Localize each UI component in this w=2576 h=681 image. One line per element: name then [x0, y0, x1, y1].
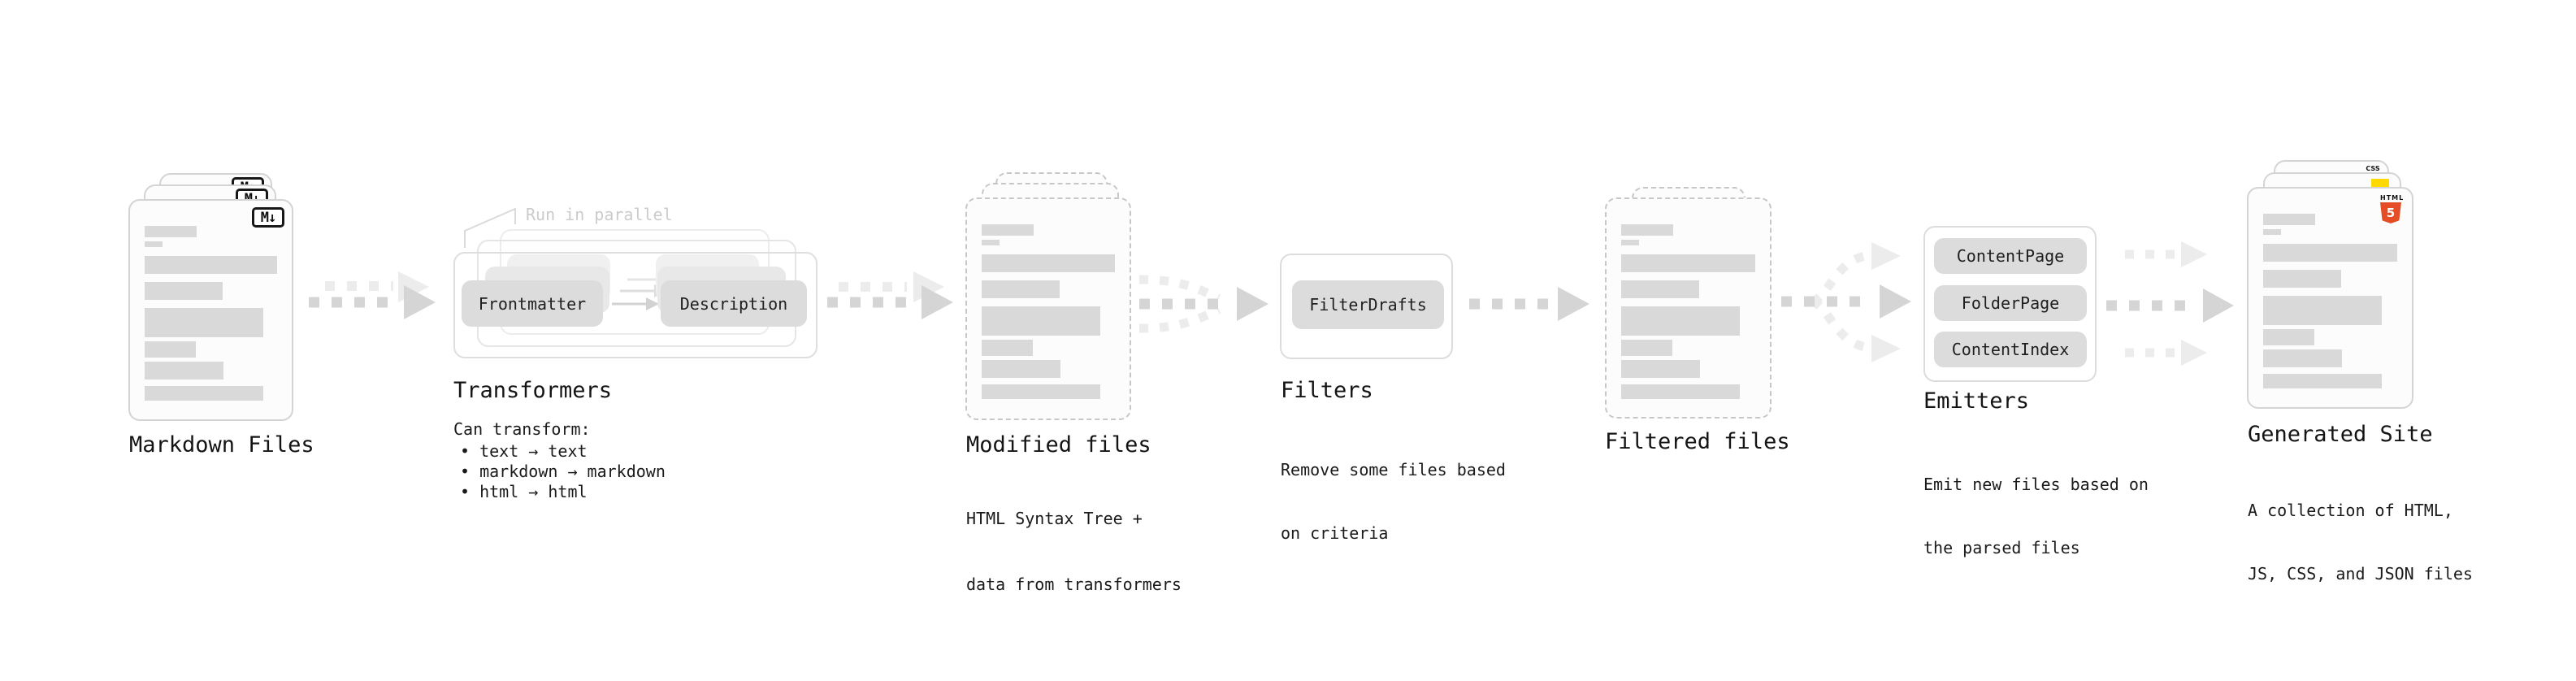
- generated-site-title: Generated Site: [2248, 422, 2433, 447]
- document-text-placeholder: [145, 226, 277, 401]
- filters-title: Filters: [1281, 378, 1373, 403]
- transformers-desc-heading: Can transform:: [453, 419, 591, 439]
- html5-icon-shield: 5: [2380, 202, 2401, 223]
- modified-files-title: Modified files: [966, 432, 1151, 458]
- markdown-files-title: Markdown Files: [129, 432, 314, 458]
- css-icon-label: CSS: [2366, 165, 2380, 172]
- run-in-parallel-note: Run in parallel: [526, 205, 673, 224]
- description-transformer-box: Description: [661, 280, 807, 327]
- modified-files-desc: HTML Syntax Tree + data from transformer…: [966, 464, 1182, 640]
- arrow-filtered-to-emitters: [1781, 242, 1911, 362]
- arrow-emitters-to-generated: [2106, 241, 2234, 366]
- filters-desc-line1: Remove some files based: [1281, 460, 1506, 479]
- markdown-file-card-front: M↓: [128, 199, 293, 421]
- frontmatter-transformer-box: Frontmatter: [462, 280, 603, 327]
- emitters-title: Emitters: [1923, 388, 2030, 414]
- generated-site-desc-line2: JS, CSS, and JSON files: [2248, 564, 2473, 583]
- arrow-transformers-to-modified: [827, 271, 953, 319]
- contentpage-emitter-box: ContentPage: [1934, 238, 2087, 274]
- document-text-placeholder: [2263, 214, 2397, 388]
- transformers-bullet: • markdown → markdown: [460, 462, 666, 481]
- modified-files-desc-line1: HTML Syntax Tree +: [966, 509, 1143, 528]
- filterdrafts-box: FilterDrafts: [1292, 280, 1444, 329]
- filtered-files-title: Filtered files: [1605, 429, 1790, 454]
- generated-site-desc: A collection of HTML, JS, CSS, and JSON …: [2248, 458, 2473, 627]
- document-text-placeholder: [982, 224, 1115, 399]
- transformers-bullet: • html → html: [460, 482, 588, 501]
- transformer-layer-front: [453, 252, 817, 358]
- generated-site-desc-line1: A collection of HTML,: [2248, 501, 2453, 520]
- generated-file-card-front: HTML 5: [2247, 187, 2413, 409]
- modified-files-desc-line2: data from transformers: [966, 575, 1182, 594]
- arrow-filters-to-filtered: [1469, 287, 1589, 321]
- filters-desc: Remove some files based on criteria: [1281, 417, 1506, 586]
- emitters-desc-line1: Emit new files based on: [1923, 475, 2149, 494]
- html5-icon-word: HTML: [2380, 194, 2405, 202]
- transformers-bullet: • text → text: [460, 441, 588, 461]
- folderpage-emitter-box: FolderPage: [1934, 285, 2087, 321]
- contentindex-emitter-box: ContentIndex: [1934, 332, 2087, 367]
- transformers-title: Transformers: [453, 378, 613, 403]
- document-text-placeholder: [1621, 224, 1755, 399]
- html5-icon: HTML 5: [2380, 194, 2405, 223]
- markdown-icon: M↓: [252, 207, 284, 228]
- emitters-desc-line2: the parsed files: [1923, 538, 2080, 557]
- emitters-desc: Emit new files based on the parsed files: [1923, 432, 2149, 601]
- arrow-markdown-to-transformers: [309, 271, 436, 319]
- arrow-modified-to-filters: [1138, 275, 1268, 333]
- modified-file-card-front: [965, 197, 1131, 420]
- filtered-file-card-front: [1605, 197, 1772, 419]
- filters-desc-line2: on criteria: [1281, 523, 1389, 543]
